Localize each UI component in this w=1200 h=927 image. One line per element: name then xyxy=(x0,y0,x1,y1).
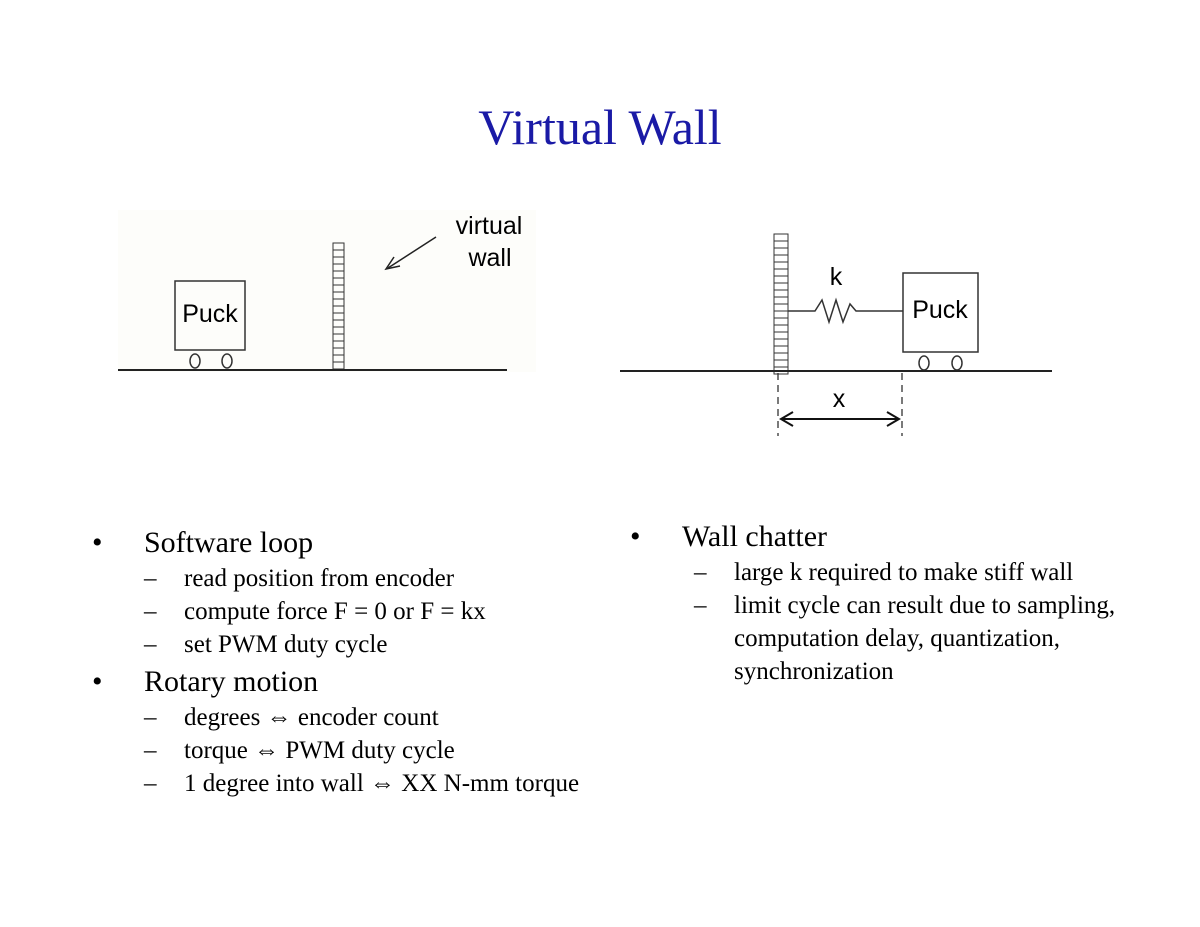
dash-icon: – xyxy=(144,770,157,797)
bullet-icon: • xyxy=(92,526,103,559)
virtual-wall xyxy=(332,242,345,370)
heading-text: Rotary motion xyxy=(144,665,319,698)
dash-icon: – xyxy=(144,631,157,658)
distance-label: x xyxy=(833,385,846,413)
puck-box xyxy=(174,280,246,351)
diagram-right: k Puck x xyxy=(620,233,1052,436)
annotation-line1: virtual xyxy=(456,212,523,240)
dash-icon: – xyxy=(144,737,157,764)
sub-bullet-text: set PWM duty cycle xyxy=(184,631,388,658)
sub-bullet-text: limit cycle can result due to sampling, … xyxy=(734,592,1116,685)
puck-label: Puck xyxy=(912,296,968,324)
dash-icon: – xyxy=(144,565,157,592)
sub-bullet: –read position from encoder xyxy=(144,562,604,595)
spring-label: k xyxy=(830,263,843,291)
arrow-icon xyxy=(387,236,437,269)
sub-bullet-text: large k required to make stiff wall xyxy=(734,559,1074,586)
left-column: •Software loop–read position from encode… xyxy=(92,524,604,800)
sub-bullet: –compute force F = 0 or F = kx xyxy=(144,595,604,628)
dash-icon: – xyxy=(144,598,157,625)
sub-bullet-text: compute force F = 0 or F = kx xyxy=(184,598,486,625)
sub-bullet-text: degrees ⇔ encoder count xyxy=(184,704,439,731)
dash-icon: – xyxy=(694,559,707,586)
slide-title: Virtual Wall xyxy=(478,99,722,155)
right-column: •Wall chatter–large k required to make s… xyxy=(630,518,1122,688)
bullet-heading: • Rotary motion xyxy=(92,663,604,701)
dash-icon: – xyxy=(694,592,707,619)
sub-bullet: –limit cycle can result due to sampling,… xyxy=(694,589,1122,688)
sub-bullet-text: read position from encoder xyxy=(184,565,455,592)
sub-bullet-text: 1 degree into wall ⇔ XX N-mm torque xyxy=(184,770,580,797)
sub-bullet: –large k required to make stiff wall xyxy=(694,556,1122,589)
sub-bullet: –1 degree into wall ⇔ XX N-mm torque xyxy=(144,767,604,800)
sub-bullet: –degrees ⇔ encoder count xyxy=(144,701,604,734)
bullet-heading: • Software loop xyxy=(92,524,604,562)
wall xyxy=(773,233,789,375)
annotation-line2: wall xyxy=(467,244,511,272)
sub-bullet: –set PWM duty cycle xyxy=(144,628,604,661)
bullet-icon: • xyxy=(92,665,103,698)
heading-text: Wall chatter xyxy=(682,520,828,553)
bullet-heading: • Wall chatter xyxy=(630,518,1122,556)
bullet-icon: • xyxy=(630,520,641,553)
diagram-left: Puck virtual wall xyxy=(118,210,536,372)
heading-text: Software loop xyxy=(144,526,314,559)
spring xyxy=(788,297,903,325)
puck-label: Puck xyxy=(182,300,238,328)
sub-bullet-text: torque ⇔ PWM duty cycle xyxy=(184,737,455,764)
sub-bullet: –torque ⇔ PWM duty cycle xyxy=(144,734,604,767)
dash-icon: – xyxy=(144,704,157,731)
